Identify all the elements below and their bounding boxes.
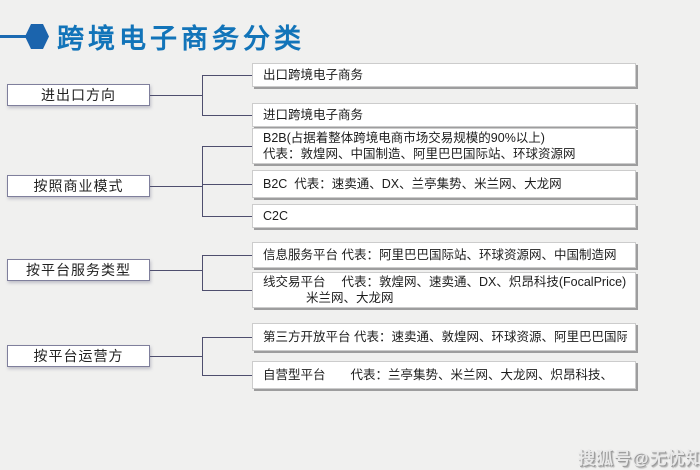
node-text: 进口跨境电子商务 xyxy=(263,107,364,122)
node-import-ecommerce: 进口跨境电子商务 xyxy=(252,103,636,127)
connector xyxy=(150,270,202,271)
connector xyxy=(202,337,203,376)
connector xyxy=(202,375,252,376)
node-text: B2B(占据着整体跨境电商市场交易规模的90%以上) xyxy=(263,131,545,145)
connector xyxy=(150,186,202,187)
node-text: 第三方开放平台 代表：速卖通、敦煌网、环球资源、阿里巴巴国际站 xyxy=(263,329,627,344)
node-b2b: B2B(占据着整体跨境电商市场交易规模的90%以上) 代表：敦煌网、中国制造、阿… xyxy=(252,128,636,164)
category-box-business-model: 按照商业模式 xyxy=(7,175,150,197)
connector xyxy=(202,337,252,338)
connector xyxy=(202,216,252,217)
connector xyxy=(202,290,252,291)
connector xyxy=(202,115,252,116)
connector xyxy=(202,184,252,185)
category-box-direction: 进出口方向 xyxy=(7,84,150,106)
node-b2c: B2C 代表：速卖通、DX、兰亭集势、米兰网、大龙网 xyxy=(252,170,636,198)
connector xyxy=(202,255,252,256)
connector xyxy=(150,95,202,96)
connector xyxy=(150,356,202,357)
node-info-service-platform: 信息服务平台 代表：阿里巴巴国际站、环球资源网、中国制造网 xyxy=(252,242,636,268)
connector xyxy=(202,255,203,291)
category-box-service-type: 按平台服务类型 xyxy=(7,259,150,281)
node-text: 代表：敦煌网、中国制造、阿里巴巴国际站、环球资源网 xyxy=(263,147,576,161)
connector xyxy=(202,75,252,76)
connector xyxy=(202,146,203,217)
node-text: 自营型平台 代表：兰亭集势、米兰网、大龙网、炽昂科技、 xyxy=(263,367,614,382)
title-accent-line xyxy=(0,35,27,38)
connector xyxy=(202,146,252,147)
page-title: 跨境电子商务分类 xyxy=(57,24,305,54)
node-text: C2C xyxy=(263,208,289,223)
node-third-party-platform: 第三方开放平台 代表：速卖通、敦煌网、环球资源、阿里巴巴国际站 xyxy=(252,323,636,351)
node-text: 信息服务平台 代表：阿里巴巴国际站、环球资源网、中国制造网 xyxy=(263,247,617,262)
node-export-ecommerce: 出口跨境电子商务 xyxy=(252,63,636,87)
node-c2c: C2C xyxy=(252,204,636,228)
node-text: 出口跨境电子商务 xyxy=(263,67,364,82)
node-text: 线交易平台 代表：敦煌网、速卖通、DX、炽昂科技(FocalPrice)、 xyxy=(263,275,627,289)
connector xyxy=(202,75,203,116)
watermark: 搜狐号@无忧知识 xyxy=(578,449,700,468)
node-text: 米兰网、大龙网 xyxy=(306,291,394,305)
node-online-trade-platform: 线交易平台 代表：敦煌网、速卖通、DX、炽昂科技(FocalPrice)、 米兰… xyxy=(252,272,636,308)
node-self-operated-platform: 自营型平台 代表：兰亭集势、米兰网、大龙网、炽昂科技、 xyxy=(252,361,636,389)
hexagon-bullet-icon xyxy=(25,24,49,49)
node-text: B2C 代表：速卖通、DX、兰亭集势、米兰网、大龙网 xyxy=(263,176,562,191)
category-box-operator: 按平台运营方 xyxy=(7,345,150,367)
